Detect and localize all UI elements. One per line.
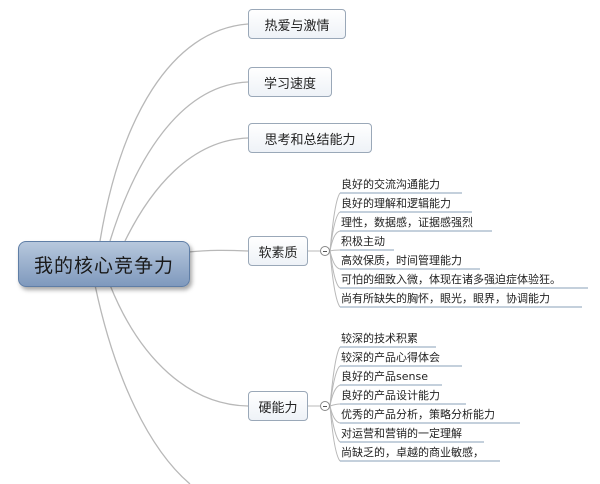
branch-node-hard-skills[interactable]: 硬能力 [248,391,308,421]
hard-item[interactable]: 较深的技术积累 [341,332,418,345]
branch-node-thinking[interactable]: 思考和总结能力 [248,123,372,153]
collapse-icon[interactable] [320,401,330,411]
soft-item[interactable]: 尚有所缺失的胸怀，眼光，眼界，协调能力 [341,292,550,305]
soft-item[interactable]: 高效保质，时间管理能力 [341,254,462,267]
connector-branch-4 [109,284,249,407]
soft-item[interactable]: 良好的交流沟通能力 [341,178,440,191]
connector-branch-3 [187,249,249,253]
connector-branch-1 [109,81,249,242]
branch-node-soft-skills[interactable]: 软素质 [248,236,308,266]
hard-item[interactable]: 优秀的产品分析，策略分析能力 [341,408,495,421]
soft-item[interactable]: 理性，数据感，证据感强烈 [341,216,473,229]
hard-item[interactable]: 对运营和营销的一定理解 [341,427,462,440]
branch-label: 硬能力 [258,400,298,416]
connector-branch-0 [99,23,249,242]
connector-branch-2 [124,137,249,242]
branch-label: 学习速度 [263,76,316,92]
hard-item[interactable]: 较深的产品心得体会 [341,351,440,364]
soft-item[interactable]: 良好的理解和逻辑能力 [341,197,451,210]
branch-label: 思考和总结能力 [264,132,356,148]
soft-item[interactable]: 积极主动 [341,235,385,248]
branch-label: 软素质 [258,245,298,261]
hard-item[interactable]: 良好的产品设计能力 [341,389,440,402]
hard-item[interactable]: 良好的产品sense [341,370,428,383]
hard-item[interactable]: 尚缺乏的，卓越的商业敏感， [341,446,484,459]
branch-node-passion[interactable]: 热爱与激情 [248,9,346,39]
soft-item[interactable]: 可怕的细致入微，体现在诸多强迫症体验狂。 [341,273,561,286]
root-label: 我的核心竞争力 [33,254,174,277]
collapse-icon[interactable] [320,246,330,256]
branch-node-learning-speed[interactable]: 学习速度 [248,67,332,97]
connector-branch-5 [94,284,191,484]
branch-label: 热爱与激情 [264,18,330,34]
root-node[interactable]: 我的核心竞争力 [18,241,190,287]
